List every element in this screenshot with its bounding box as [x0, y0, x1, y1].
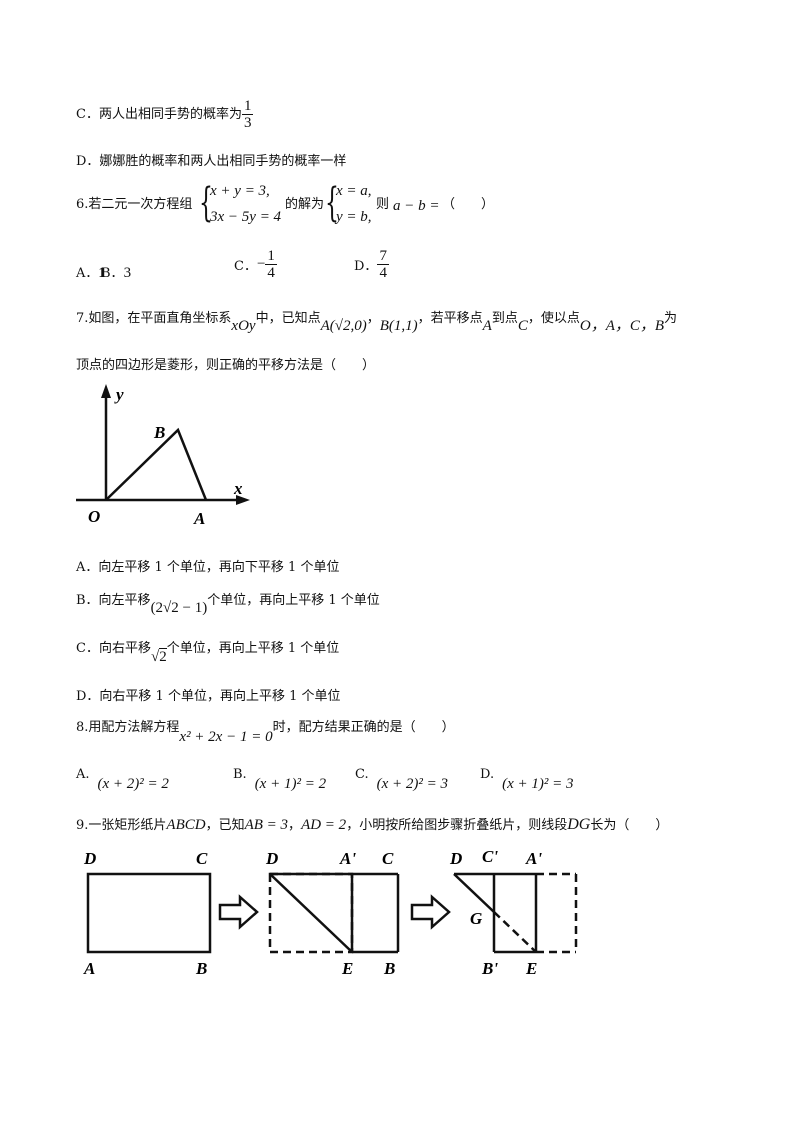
q9-figure-3: D C' A' G B' E	[449, 847, 578, 978]
q9-fig1-label-d: D	[83, 849, 96, 868]
q9-figure-1: D C A B	[83, 849, 212, 978]
q7-option-d: D．向右平移 1 个单位，再向上平移 1 个单位	[76, 689, 341, 704]
q6-expression: a − b =	[393, 198, 440, 214]
q6-system2-line1: x = a,	[336, 183, 372, 199]
q5-option-d: D．娜娜胜的概率和两人出相同手势的概率一样	[76, 154, 347, 169]
q9-fig2-label-d: D	[265, 849, 278, 868]
q9-stem: 9.一张矩形纸片ABCD，已知AB = 3，AD = 2，小明按所给图步骤折叠纸…	[76, 816, 669, 833]
q6-stem-b: 的解为	[285, 197, 325, 212]
q9-rect-abcd	[86, 872, 212, 954]
q6-stem-c: 则	[376, 197, 390, 212]
q5-option-c-text: C．两人出相同手势的概率为	[76, 107, 242, 122]
q6-system2-line2: y = b,	[336, 209, 372, 225]
q6-option-b: B．3	[101, 265, 132, 281]
q9-fig3-segment-dg	[453, 873, 495, 913]
q9-fig2-label-a1: A'	[339, 849, 356, 868]
q8-option-d: D.(x + 1)² = 3	[480, 767, 574, 792]
q9-step-arrow-1-icon	[218, 894, 259, 930]
q7-triangle-oba	[105, 427, 208, 501]
q8-option-a: A.(x + 2)² = 2	[76, 767, 169, 792]
q9-fig1-label-a: A	[83, 959, 95, 978]
q9-fig3-label-a1: A'	[525, 849, 542, 868]
q6-stem-a: 6.若二元一次方程组	[76, 197, 193, 212]
q7-stem-line1: 7.如图，在平面直角坐标系xOy中，已知点A(√2,0)，B(1,1)，若平移点…	[76, 311, 678, 334]
q7-option-b: B．向左平移(2√2 − 1)个单位，再向上平移 1 个单位	[76, 593, 380, 616]
q7-option-a: A．向左平移 1 个单位，再向下平移 1 个单位	[76, 560, 340, 575]
q9-fig1-label-b: B	[195, 959, 207, 978]
q9-fig1-label-c: C	[196, 849, 208, 868]
q9-fig3-label-b1: B'	[481, 959, 498, 978]
q9-step-arrow-2-icon	[410, 894, 451, 930]
q9-fig2-label-e: E	[341, 959, 353, 978]
q6-answer-paren: （ ）	[442, 197, 495, 212]
q6-system1-line1: x + y = 3,	[210, 183, 270, 199]
q9-fig3-label-e: E	[525, 959, 537, 978]
q7-label-a: A	[193, 509, 205, 528]
q7-x-arrow-icon	[236, 495, 250, 505]
q7-label-o: O	[88, 507, 100, 526]
q9-fig2-label-b: B	[383, 959, 395, 978]
q9-fig2-crease-de	[269, 873, 353, 953]
q7-y-arrow-icon	[101, 384, 111, 398]
q7-label-y: y	[114, 385, 124, 404]
q6-option-a: A．1	[76, 265, 106, 281]
q8-stem: 8.用配方法解方程x² + 2x − 1 = 0时，配方结果正确的是（ ）	[76, 720, 455, 745]
q9-figure-2: D A' C E B	[265, 849, 400, 978]
q7-label-x: x	[233, 479, 243, 498]
q6-system1-brace: {	[199, 180, 213, 226]
q9-fig2-label-c: C	[382, 849, 394, 868]
q8-option-b: B.(x + 1)² = 2	[233, 767, 327, 792]
q7-coordinate-figure: y x O A B	[76, 384, 250, 528]
q9-fig3-label-g: G	[470, 909, 483, 928]
q6-system2-brace: {	[325, 180, 339, 226]
q8-option-c: C.(x + 2)² = 3	[355, 767, 449, 792]
q7-stem-line2: 顶点的四边形是菱形，则正确的平移方法是（ ）	[76, 358, 376, 373]
q7-label-b: B	[153, 423, 165, 442]
q9-fig3-label-c1: C'	[482, 847, 498, 866]
q7-option-c: C．向右平移√2个单位，再向上平移 1 个单位	[76, 641, 340, 665]
q6-system1-line2: 3x − 5y = 4	[210, 209, 282, 225]
q9-fig3-label-d: D	[449, 849, 462, 868]
q9-folding-figures: D C A B D A' C E B	[83, 847, 578, 978]
